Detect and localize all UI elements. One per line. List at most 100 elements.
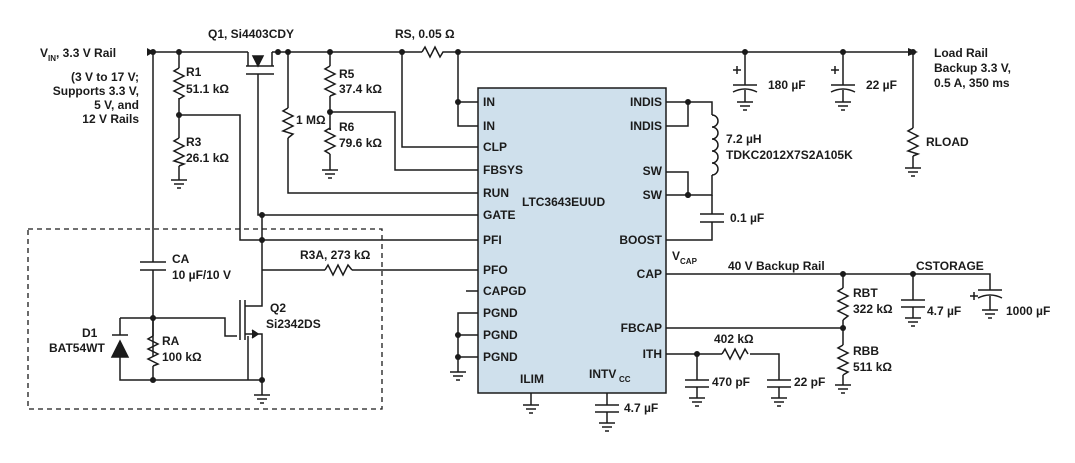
- rbt-value: 322 kΩ: [853, 302, 893, 316]
- capacitor-47uf-intv-icon: [595, 404, 619, 432]
- r1-name: R1: [186, 65, 202, 79]
- ic-pin-intv: INTV: [589, 367, 616, 381]
- d1-part: BAT54WT: [49, 341, 105, 355]
- rbt-name: RBT: [853, 286, 878, 300]
- q2-part: Si2342DS: [266, 317, 321, 331]
- capacitor-22uf-rail-icon: [830, 66, 856, 111]
- inductor-part: TDKC2012X7S2A105K: [726, 148, 853, 162]
- ic-pin-right: INDIS: [630, 95, 662, 109]
- capacitor-1000uf-icon: [970, 289, 1003, 319]
- load-rail-arrow-icon: [908, 48, 918, 56]
- ca-value: 10 µF/10 V: [172, 268, 231, 282]
- r3a-label: R3A, 273 kΩ: [300, 248, 371, 262]
- labels: VIN, 3.3 V Rail (3 V to 17 V; Supports 3…: [40, 27, 1050, 415]
- load-rail-line-2: 0.5 A, 350 ms: [934, 76, 1010, 90]
- q1-label: Q1, Si4403CDY: [208, 27, 294, 41]
- ra-name: RA: [162, 334, 180, 348]
- rload-label: RLOAD: [926, 135, 969, 149]
- rbb-value: 511 kΩ: [853, 360, 892, 374]
- ground-ilim-icon: [523, 404, 539, 414]
- ic-pin-right: SW: [643, 188, 663, 202]
- ic-pin-left: FBSYS: [483, 163, 523, 177]
- rbb-name: RBB: [853, 344, 879, 358]
- resistors: [146, 45, 921, 376]
- capacitor-180uf-icon: [732, 66, 758, 111]
- ca-name: CA: [172, 252, 190, 266]
- resistor-r6-icon: [323, 127, 337, 155]
- ic-pin-right: SW: [643, 164, 663, 178]
- resistor-r3a-icon: [324, 263, 353, 277]
- ic-pin-right: FBCAP: [621, 321, 662, 335]
- c22pf-label: 22 pF: [794, 375, 825, 389]
- ic-pin-left: PGND: [483, 350, 518, 364]
- ground-pgnd-icon: [450, 371, 466, 381]
- ic-pin-left: IN: [483, 95, 495, 109]
- ic-pin-left: PGND: [483, 328, 518, 342]
- c-boost-label: 0.1 µF: [730, 211, 764, 225]
- resistor-402k-icon: [721, 347, 749, 361]
- r3-name: R3: [186, 135, 202, 149]
- vin-range-line-1: (3 V to 17 V;: [71, 70, 139, 84]
- ic-pin-left: PFI: [483, 233, 502, 247]
- backup-rail-label: 40 V Backup Rail: [728, 259, 825, 273]
- ra-value: 100 kΩ: [162, 350, 202, 364]
- vin-range-line-3: 5 V, and: [94, 98, 139, 112]
- capacitor-boost-icon: [700, 213, 724, 223]
- ic-pin-left: PFO: [483, 263, 508, 277]
- diode-d1-icon: [110, 334, 130, 358]
- resistor-r5-icon: [323, 65, 337, 97]
- ic-pin-left: RUN: [483, 186, 509, 200]
- ground-rload-icon: [905, 167, 921, 177]
- vcap-label: VCAP: [672, 249, 698, 266]
- dashed-block: [27, 228, 383, 410]
- inductor-icon: [711, 114, 719, 176]
- c47-intv-label: 4.7 µF: [624, 401, 658, 415]
- resistor-r1-icon: [172, 67, 186, 100]
- ic-pin-left: CLP: [483, 140, 507, 154]
- ic-pin-left: PGND: [483, 306, 518, 320]
- c180-label: 180 µF: [768, 78, 806, 92]
- c47-cap-label: 4.7 µF: [927, 304, 961, 318]
- resistor-1m-icon: [280, 107, 295, 139]
- cstorage-label: CSTORAGE: [916, 259, 984, 273]
- c470-label: 470 pF: [712, 375, 750, 389]
- r6-value: 79.6 kΩ: [339, 136, 382, 150]
- inductor-value: 7.2 µH: [726, 132, 762, 146]
- c1000-label: 1000 µF: [1006, 304, 1050, 318]
- ic-pin-left: CAPGD: [483, 284, 527, 298]
- r5-value: 37.4 kΩ: [339, 82, 382, 96]
- resistor-rbb-icon: [836, 344, 850, 376]
- c22-rail-label: 22 µF: [866, 78, 897, 92]
- r1-value: 51.1 kΩ: [186, 82, 229, 96]
- resistor-r3-icon: [171, 137, 187, 167]
- ic-part-label: LTC3643EUUD: [522, 195, 605, 209]
- capacitor-470pf-icon: [685, 379, 709, 407]
- ic-pin-ilim: ILIM: [520, 372, 544, 386]
- ground-r3-icon: [171, 179, 187, 189]
- resistor-rs-icon: [421, 45, 446, 59]
- ic-pin-left: IN: [483, 119, 495, 133]
- r6-name: R6: [339, 120, 355, 134]
- load-rail-line-1: Backup 3.3 V,: [934, 61, 1011, 75]
- capacitor-22pf-icon: [767, 379, 791, 407]
- capacitor-47uf-cap-icon: [901, 299, 925, 327]
- capacitors: [140, 66, 1003, 432]
- r3-value: 26.1 kΩ: [186, 151, 229, 165]
- ic-pin-right: CAP: [637, 267, 662, 281]
- r402-label: 402 kΩ: [714, 332, 754, 346]
- resistor-rload-icon: [905, 127, 921, 157]
- q2-name: Q2: [270, 301, 286, 315]
- ground-rbb-icon: [835, 384, 851, 394]
- ic-pin-right: BOOST: [619, 233, 662, 247]
- vin-label: VIN, 3.3 V Rail: [40, 46, 116, 63]
- ground-q2-icon: [254, 394, 270, 404]
- mosfet-q2-icon: [224, 298, 263, 380]
- ground-r6-icon: [322, 169, 338, 179]
- ic-left-pins: ININCLPFBSYSRUNGATEPFIPFOCAPGDPGNDPGNDPG…: [483, 95, 527, 364]
- ic-body: [477, 87, 667, 394]
- ic-pin-intv-sub: CC: [619, 375, 631, 384]
- vin-range-line-2: Supports 3.3 V,: [53, 84, 139, 98]
